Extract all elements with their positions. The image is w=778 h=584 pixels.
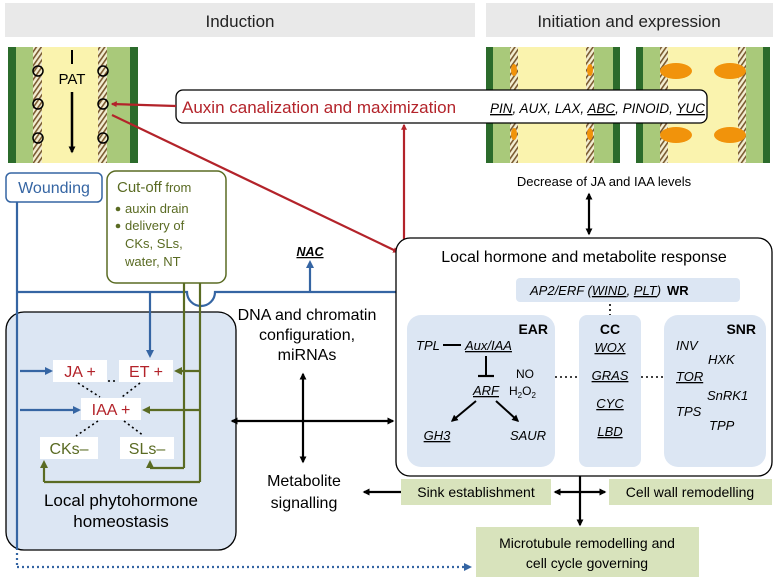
homeostasis-dotted-links xyxy=(75,380,145,437)
arrowhead-to-cks xyxy=(40,460,48,468)
metabolite-text-line1: Metabolite xyxy=(267,473,341,490)
auxin-gene: PIN xyxy=(490,101,513,116)
iaa-label: IAA + xyxy=(92,402,131,419)
microtubule-box xyxy=(476,527,699,577)
arrowhead-to-et xyxy=(146,350,154,358)
cutoff-bullet-1: auxin drain xyxy=(125,201,189,216)
auxin-gene-list: PIN, AUX, LAX, ABC, PINOID, YUC xyxy=(490,101,705,116)
ear-box xyxy=(407,315,555,467)
sink-box xyxy=(401,479,551,505)
et-label: ET + xyxy=(129,364,163,381)
inv-label: INV xyxy=(676,338,699,353)
ear-label: EAR xyxy=(518,321,548,337)
induction-header-bar xyxy=(5,3,475,37)
pat-label: PAT xyxy=(59,71,86,88)
auxin-gene-separator: , xyxy=(513,101,520,116)
arf-to-gh3-arrow xyxy=(450,400,477,422)
cutoff-title: Cut-off from xyxy=(117,179,191,196)
cks-box xyxy=(40,437,98,459)
wounding-label: Wounding xyxy=(18,180,90,197)
homeostasis-title-line1: Local phytohormone xyxy=(44,491,198,510)
auxin-gene-separator: , xyxy=(615,101,623,116)
auxin-gene-separator: , xyxy=(547,101,555,116)
snrk1-label: SnRK1 xyxy=(707,388,748,403)
arrowhead-to-ja xyxy=(45,367,53,375)
auxin-gene-separator: , xyxy=(580,101,587,116)
gh3-label: GH3 xyxy=(424,428,452,443)
dna-text-line1: DNA and chromatin xyxy=(238,307,377,324)
tpp-label: TPP xyxy=(709,418,735,433)
hxk-label: HXK xyxy=(708,352,736,367)
cc-item: CYC xyxy=(596,396,624,411)
cell-wall-box xyxy=(609,479,772,505)
auxin-gene: YUC xyxy=(676,101,705,116)
tpl-label: TPL xyxy=(416,338,440,353)
dna-text-line3: miRNAs xyxy=(278,347,337,364)
metabolite-text-line2: signalling xyxy=(271,495,338,512)
arrowhead-to-microtubule xyxy=(464,563,472,571)
auxin-gene: PINOID xyxy=(623,101,670,116)
arrow-auxin-to-stem xyxy=(110,101,177,108)
arf-to-saur-arrow xyxy=(495,400,520,422)
cutoff-bullet-dot xyxy=(115,206,121,212)
auxin-gene: LAX xyxy=(555,101,582,116)
local-response-title: Local hormone and metabolite response xyxy=(441,249,727,266)
ja-box xyxy=(53,360,107,382)
cutoff-bullet-2-line1: delivery of xyxy=(125,218,185,233)
wounding-box xyxy=(5,172,103,203)
snr-label: SNR xyxy=(726,321,756,337)
arf-label: ARF xyxy=(472,383,500,398)
microtubule-line1: Microtubule remodelling and xyxy=(499,535,675,551)
arrow-auxin-to-response xyxy=(111,114,400,253)
arrowhead-to-iaa xyxy=(73,406,81,414)
ja-label: JA + xyxy=(64,364,96,381)
auxin-gene: AUX xyxy=(519,101,549,116)
arrowhead-to-nac xyxy=(306,260,314,268)
sls-label: SLs– xyxy=(129,441,166,458)
cc-label: CC xyxy=(600,321,620,337)
cc-item: GRAS xyxy=(592,368,629,383)
cks-label: CKs– xyxy=(49,441,88,458)
cutoff-bullet-2-line3: water, NT xyxy=(124,254,181,269)
auxin-title: Auxin canalization and maximization xyxy=(182,98,456,117)
cutoff-bullet-dot xyxy=(115,223,121,229)
induction-header: Induction xyxy=(206,12,275,31)
ap2-text: AP2/ERF (WIND, PLT)WR xyxy=(529,283,689,298)
cc-item: LBD xyxy=(597,424,622,439)
dna-text-line2: configuration, xyxy=(259,327,355,344)
sls-box xyxy=(120,437,174,459)
cutoff-connectors xyxy=(42,283,202,484)
saur-label: SAUR xyxy=(510,428,546,443)
et-box xyxy=(119,360,173,382)
sink-label: Sink establishment xyxy=(417,484,535,500)
arrowhead-to-iaa-green xyxy=(142,406,150,414)
auxin-box xyxy=(175,89,708,124)
cutoff-bullet-2-line2: CKs, SLs, xyxy=(125,236,183,251)
cutoff-box xyxy=(106,170,227,284)
auxin-gene: ABC xyxy=(586,101,615,116)
cell-wall-label: Cell wall remodelling xyxy=(626,484,754,500)
h2o2-label: H2O2 xyxy=(509,384,536,400)
arrowhead-to-et-green xyxy=(174,367,182,375)
tor-label: TOR xyxy=(676,369,703,384)
auxiaa-label: Aux/IAA xyxy=(464,338,512,353)
cc-box xyxy=(579,315,641,467)
iaa-box xyxy=(81,398,141,420)
auxin-gene-separator: , xyxy=(669,101,676,116)
arrowhead-to-sls xyxy=(146,460,154,468)
nac-label: NAC xyxy=(296,245,324,259)
decrease-text: Decrease of JA and IAA levels xyxy=(517,174,692,189)
ap2-box xyxy=(516,278,740,302)
snr-box xyxy=(664,315,766,467)
initiation-header: Initiation and expression xyxy=(537,12,720,31)
no-label: NO xyxy=(516,367,534,381)
homeostasis-title-line2: homeostasis xyxy=(73,512,168,531)
cc-item: WOX xyxy=(594,340,626,355)
tps-label: TPS xyxy=(676,404,702,419)
initiation-header-bar xyxy=(486,3,773,37)
microtubule-line2: cell cycle governing xyxy=(526,555,648,571)
